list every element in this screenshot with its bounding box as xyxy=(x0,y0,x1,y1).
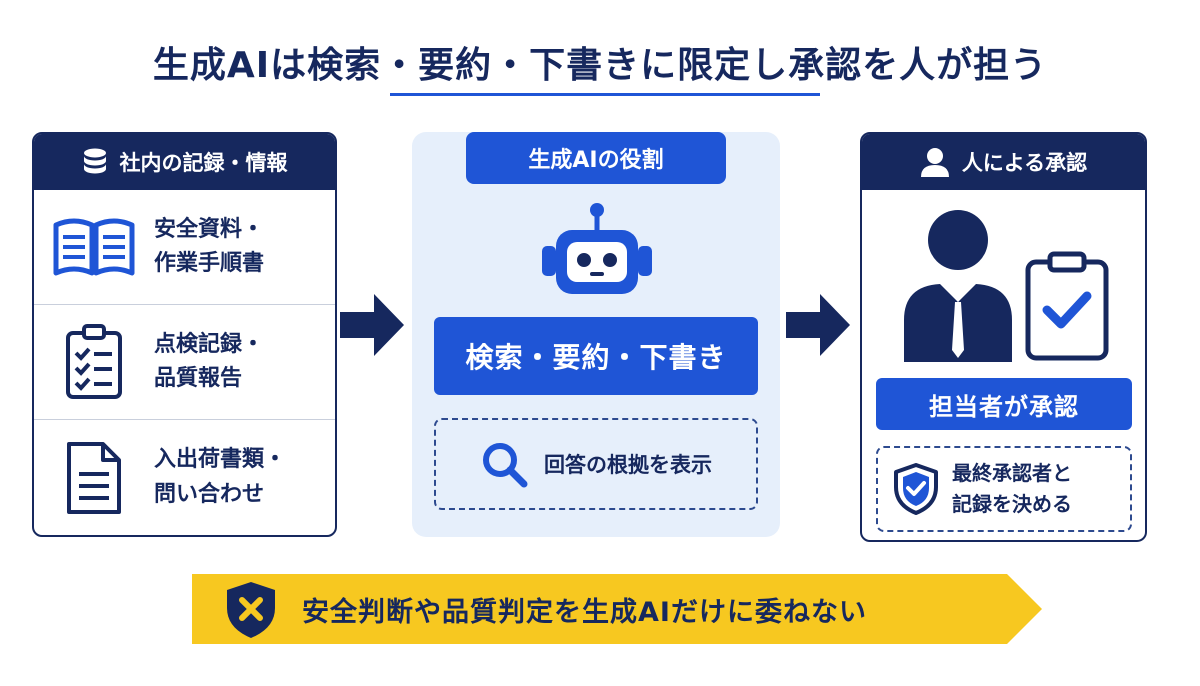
ai-role-sub: 回答の根拠を表示 xyxy=(434,418,758,510)
robot-icon xyxy=(542,203,652,294)
approver-illustration-icon xyxy=(904,210,1109,362)
approval-main: 担当者が承認 xyxy=(876,378,1132,430)
page-title: 生成AIは検索・要約・下書きに限定し承認を人が担う xyxy=(152,45,1048,86)
item-label-line1: 安全資料・ xyxy=(154,216,265,242)
approval-sub-line2: 記録を決める xyxy=(952,492,1072,516)
warning-banner: 安全判断や品質判定を生成AIだけに委ねない xyxy=(192,574,1042,644)
list-item: 安全資料・ 作業手順書 xyxy=(34,190,335,305)
approval-panel-title: 人による承認 xyxy=(961,151,1088,175)
approval-sub-line1: 最終承認者と xyxy=(952,461,1072,485)
database-icon xyxy=(83,148,106,174)
person-icon xyxy=(920,148,949,177)
ai-role-header: 生成AIの役割 xyxy=(466,132,726,184)
search-icon xyxy=(483,443,528,488)
flow-arrow-icon xyxy=(786,294,850,356)
title-underline xyxy=(390,93,820,96)
list-item: 入出荷書類・ 問い合わせ xyxy=(34,420,335,535)
banner-background xyxy=(192,574,1042,644)
shield-check-icon xyxy=(894,463,938,515)
ai-role-sub-label: 回答の根拠を表示 xyxy=(544,453,712,477)
book-icon xyxy=(53,218,135,276)
item-label-line1: 点検記録・ xyxy=(154,331,265,357)
approval-panel: 人による承認 担当者が承認 最終承認者と 記録を決める xyxy=(860,132,1147,542)
flow-arrow-icon xyxy=(340,294,404,356)
approval-sub: 最終承認者と 記録を決める xyxy=(876,446,1132,532)
records-panel-title: 社内の記録・情報 xyxy=(119,151,288,175)
document-icon xyxy=(67,441,121,514)
records-panel: 社内の記録・情報 安全資料・ 作業手順書 xyxy=(32,132,337,537)
ai-role-panel: 生成AIの役割 検索・要約・下書き 回答の根拠を表示 xyxy=(412,132,780,537)
item-label-line2: 作業手順書 xyxy=(154,251,265,276)
item-label-line1: 入出荷書類・ xyxy=(154,447,287,473)
list-item: 点検記録・ 品質報告 xyxy=(34,305,335,420)
warning-banner-text: 安全判断や品質判定を生成AIだけに委ねない xyxy=(302,596,867,628)
checklist-icon xyxy=(66,324,122,399)
item-label-line2: 品質報告 xyxy=(154,366,243,391)
approval-panel-header: 人による承認 xyxy=(862,134,1145,190)
shield-x-icon xyxy=(227,582,275,638)
ai-role-main: 検索・要約・下書き xyxy=(434,317,758,395)
records-panel-header: 社内の記録・情報 xyxy=(34,134,335,190)
item-label-line2: 問い合わせ xyxy=(154,481,265,507)
